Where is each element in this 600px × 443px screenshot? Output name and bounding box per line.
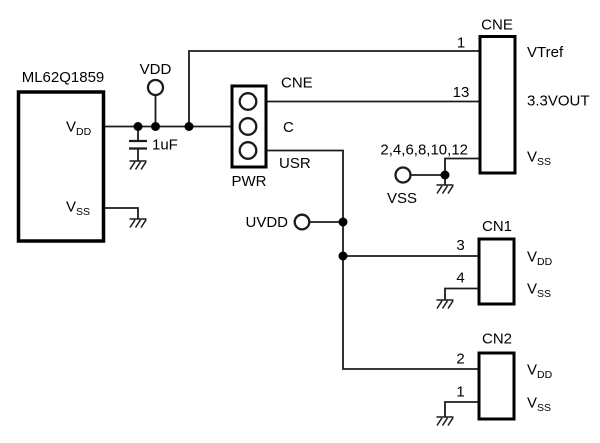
junction-dot — [151, 122, 160, 131]
ground-icon — [436, 416, 454, 426]
pwr-connector: CNE C USR PWR — [230, 75, 313, 190]
ground-icon — [129, 218, 147, 228]
junction-dot — [440, 170, 450, 180]
pwr-pin-cne-label: CNE — [281, 75, 313, 92]
vss-terminal: VSS — [387, 166, 417, 207]
pwr-pin-usr-circle — [238, 141, 258, 160]
cn2-connector: CN2 2 VDD 1 VSS — [456, 331, 553, 421]
cn2-pin2-number: 2 — [456, 351, 464, 368]
junction-dot — [133, 122, 143, 131]
junction-dot — [338, 217, 348, 227]
cne-connector-title: CNE — [481, 17, 513, 34]
cn2-pin2-label: VDD — [527, 362, 553, 382]
cne-connector: CNE 1 VTref 13 3.3VOUT 2,4,6,8,10,12 VSS — [380, 17, 590, 175]
wire-cn2-pin1 — [444, 401, 479, 417]
cne-gnd-pin-label: VSS — [527, 149, 551, 169]
junction-dot — [338, 251, 348, 261]
mcu-pin-vdd-label: VDD — [66, 119, 92, 139]
vss-terminal-circle — [394, 166, 412, 184]
vdd-terminal-label: VDD — [140, 61, 172, 78]
cn1-pin3-label: VDD — [527, 249, 553, 269]
mcu-pin-vss-label: VSS — [66, 199, 90, 219]
uvdd-terminal: UVDD — [245, 213, 311, 231]
wire-mcu-vss — [103, 207, 139, 219]
vss-terminal-label: VSS — [387, 190, 417, 207]
pwr-pin-c-label: C — [283, 119, 294, 136]
junction-dots — [133, 122, 450, 261]
uvdd-terminal-label: UVDD — [245, 214, 288, 231]
uvdd-terminal-circle — [293, 213, 311, 231]
cn1-connector-title: CN1 — [482, 218, 512, 235]
wire-cne-gnd — [444, 157, 480, 185]
cn1-connector-box — [477, 237, 516, 306]
cn2-pin1-number: 1 — [456, 384, 464, 401]
vdd-terminal: VDD — [140, 61, 172, 97]
mcu-block: ML62Q1859 VDD VSS — [16, 69, 106, 243]
mcu-box — [16, 90, 106, 243]
cne-pin13-number: 13 — [453, 84, 470, 101]
mcu-title: ML62Q1859 — [22, 69, 105, 86]
ground-symbols — [129, 160, 454, 426]
ground-icon — [436, 299, 454, 309]
wire-top-branch — [188, 50, 480, 127]
cn1-pin4-label: VSS — [527, 281, 551, 301]
wires — [103, 50, 480, 417]
ground-icon — [436, 184, 454, 194]
junction-dot — [184, 122, 194, 131]
cn1-pin4-number: 4 — [456, 270, 464, 287]
pwr-pin-usr-label: USR — [279, 155, 311, 172]
cne-pin13-label: 3.3VOUT — [527, 93, 590, 110]
wire-cn1-pin4 — [444, 287, 479, 300]
ground-icon — [129, 160, 147, 170]
pwr-pin-c-circle — [238, 117, 258, 136]
pwr-connector-title: PWR — [232, 173, 267, 190]
cne-connector-box — [478, 35, 517, 175]
cne-pin1-label: VTref — [527, 44, 564, 61]
cn2-pin1-label: VSS — [527, 395, 551, 415]
cne-gnd-pin-numbers: 2,4,6,8,10,12 — [380, 142, 468, 159]
vdd-terminal-circle — [146, 78, 165, 97]
cn2-connector-title: CN2 — [482, 331, 512, 348]
cn1-connector: CN1 3 VDD 4 VSS — [456, 218, 553, 306]
capacitor-value-label: 1uF — [152, 137, 178, 154]
cn1-pin3-number: 3 — [456, 237, 464, 254]
cn2-connector-box — [477, 351, 516, 421]
pwr-pin-cne-circle — [238, 92, 258, 111]
cne-pin1-number: 1 — [457, 35, 465, 52]
